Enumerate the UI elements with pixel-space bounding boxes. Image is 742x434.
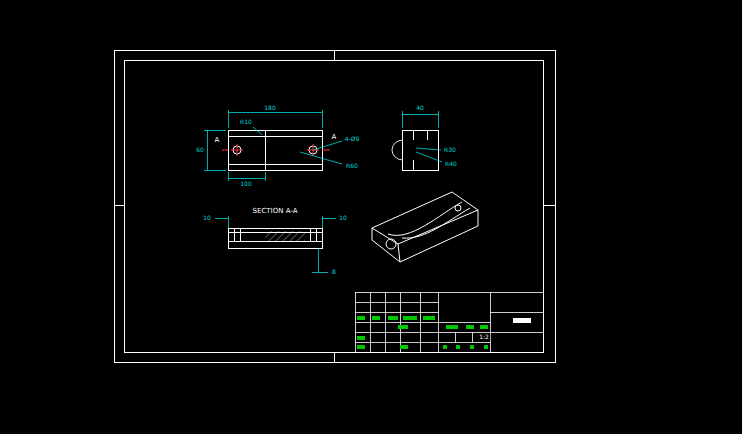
dimension: R30 <box>443 147 457 154</box>
dimension-lines <box>204 110 442 273</box>
dimension: 60 <box>195 147 205 154</box>
dimension: R60 <box>345 163 359 170</box>
sheet-frame <box>114 50 556 363</box>
callout: 4-Ø9 <box>344 136 361 143</box>
section-view <box>228 228 323 249</box>
side-view <box>392 130 439 171</box>
dimension: 10 <box>338 215 348 222</box>
dimension: 100 <box>239 181 252 188</box>
title-block <box>355 292 544 353</box>
dimension: 40 <box>415 105 425 112</box>
dimension: 10 <box>202 215 212 222</box>
view-title: SECTION A-A <box>252 208 299 216</box>
top-view <box>228 130 323 171</box>
scale-text: 1:2 <box>478 334 490 341</box>
dimension: 8 <box>331 269 337 276</box>
view-marker: A <box>331 134 338 142</box>
isometric-view <box>372 192 478 262</box>
dimension: R40 <box>444 161 458 168</box>
dimension: 180 <box>263 105 276 112</box>
view-marker: A <box>214 137 221 145</box>
dimension: R10 <box>239 119 253 126</box>
